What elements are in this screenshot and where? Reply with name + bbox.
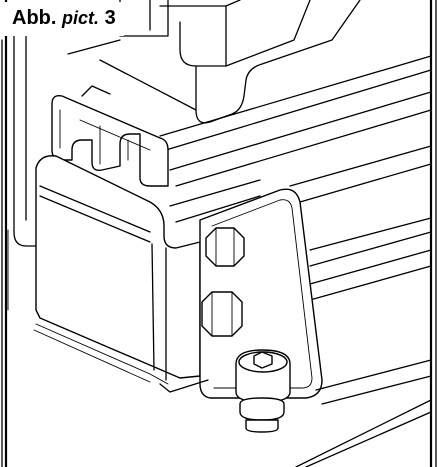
upper-slide-rail <box>67 0 361 124</box>
horizontal-rail <box>159 55 432 301</box>
socket-cap-screw <box>235 349 291 433</box>
channel-profile <box>51 85 169 187</box>
caption-number: 3 <box>104 7 116 29</box>
figure-caption: Abb. pict. 3 <box>4 2 124 36</box>
caption-prefix: Abb. <box>12 7 57 29</box>
lower-rail <box>159 359 432 467</box>
left-upright <box>7 29 41 311</box>
lower-bracket <box>33 155 201 385</box>
caption-pict: pict. <box>62 8 100 28</box>
hex-bolts <box>201 227 245 337</box>
